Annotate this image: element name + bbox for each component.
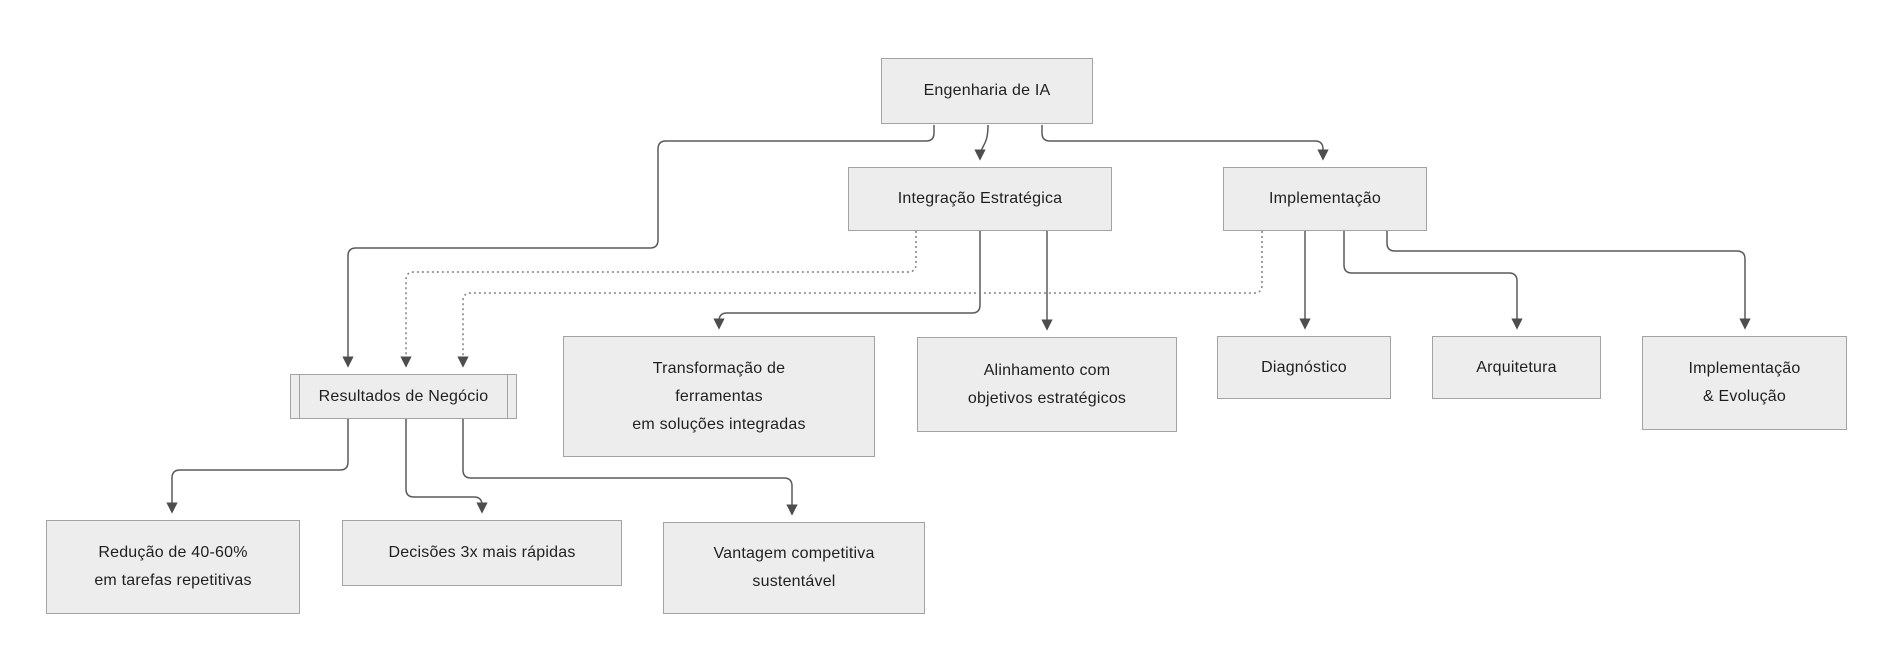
node-label: Alinhamento com bbox=[983, 361, 1111, 379]
node-implementacao-evolucao: Implementação & Evolução bbox=[1642, 336, 1847, 430]
node-label: Implementação bbox=[1269, 190, 1381, 207]
node-label: ferramentas bbox=[675, 387, 763, 405]
node-transformacao-ferramentas: Transformação de ferramentas em soluções… bbox=[563, 336, 875, 457]
edge-implementacao-arquitetura bbox=[1343, 231, 1523, 330]
node-label: em tarefas repetitivas bbox=[94, 572, 252, 589]
edge-engenharia-resultados bbox=[342, 125, 935, 368]
edge-engenharia-integracao bbox=[974, 124, 989, 161]
edge-integracao-transformacao bbox=[713, 231, 981, 330]
node-label: objetivos estratégicos bbox=[967, 389, 1127, 407]
node-vantagem-competitiva: Vantagem competitiva sustentável bbox=[663, 522, 925, 614]
node-label: Engenharia de IA bbox=[923, 82, 1051, 99]
edge-implementacao-impl-evolucao bbox=[1386, 231, 1751, 330]
edge-implementacao-resultados-dotted bbox=[457, 231, 1263, 368]
node-alinhamento-objetivos: Alinhamento com objetivos estratégicos bbox=[917, 337, 1177, 432]
node-label: Vantagem competitiva bbox=[713, 545, 875, 562]
node-label: sustentável bbox=[752, 573, 836, 590]
edge-engenharia-implementacao bbox=[1041, 125, 1329, 161]
edge-integracao-resultados-dotted bbox=[400, 231, 917, 368]
node-label: Implementação bbox=[1688, 360, 1801, 377]
edge-resultados-decisoes bbox=[405, 419, 488, 514]
edge-resultados-reducao bbox=[166, 419, 349, 514]
edge-resultados-vantagem bbox=[462, 419, 798, 516]
node-label: em soluções integradas bbox=[632, 415, 806, 433]
node-decisoes-rapidas: Decisões 3x mais rápidas bbox=[342, 520, 622, 586]
node-implementacao: Implementação bbox=[1223, 167, 1427, 231]
node-label: & Evolução bbox=[1703, 388, 1786, 405]
node-label: Arquitetura bbox=[1476, 358, 1557, 376]
node-engenharia-de-ia: Engenharia de IA bbox=[881, 58, 1093, 124]
node-label: Resultados de Negócio bbox=[318, 387, 489, 405]
node-label: Redução de 40-60% bbox=[98, 544, 248, 561]
node-arquitetura: Arquitetura bbox=[1432, 336, 1601, 399]
node-label: Decisões 3x mais rápidas bbox=[388, 544, 576, 561]
node-label: Diagnóstico bbox=[1261, 358, 1347, 376]
node-diagnostico: Diagnóstico bbox=[1217, 336, 1391, 399]
node-reducao-tarefas: Redução de 40-60% em tarefas repetitivas bbox=[46, 520, 300, 614]
node-integracao-estrategica: Integração Estratégica bbox=[848, 167, 1112, 231]
node-label: Transformação de bbox=[652, 359, 786, 377]
node-label: Integração Estratégica bbox=[897, 190, 1063, 207]
node-resultados-de-negocio: Resultados de Negócio bbox=[290, 374, 517, 419]
